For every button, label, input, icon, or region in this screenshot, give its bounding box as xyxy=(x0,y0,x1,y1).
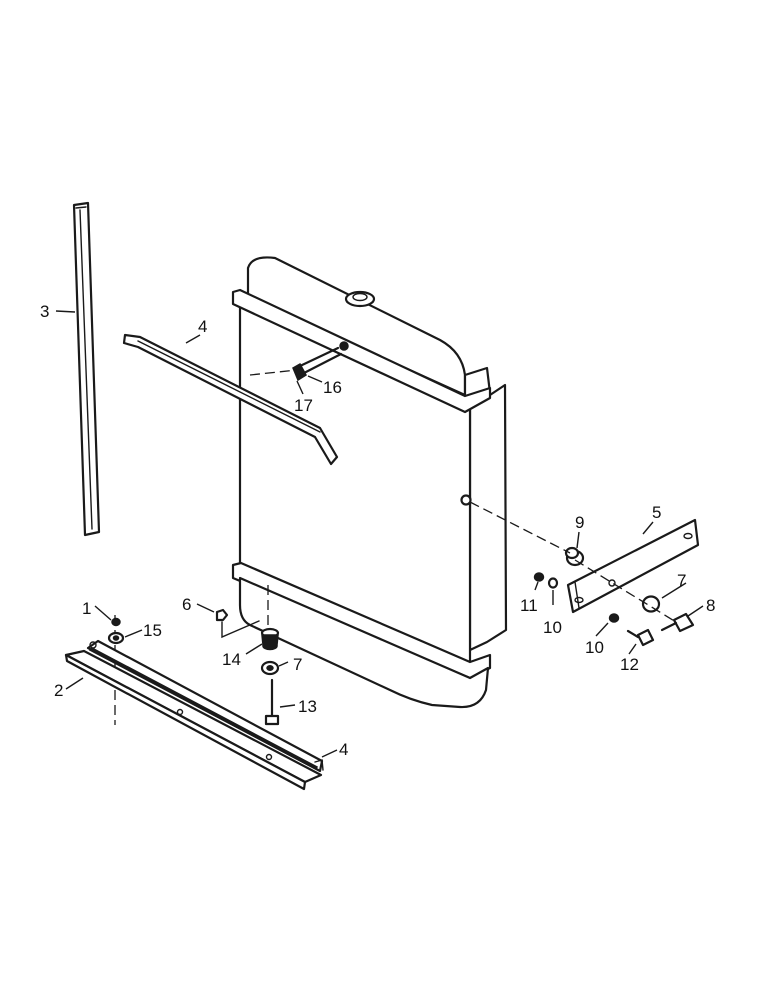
callout-9: 9 xyxy=(575,513,584,532)
callout-14: 14 xyxy=(222,650,241,669)
washer-bottom xyxy=(260,660,280,676)
callout-11: 11 xyxy=(520,596,538,615)
leader-lines xyxy=(55,310,704,758)
callout-8: 8 xyxy=(706,596,715,615)
flat-washer xyxy=(641,595,661,613)
radiator-core xyxy=(231,256,508,709)
support-rod-upper xyxy=(122,333,339,466)
mount-bolt xyxy=(264,678,280,726)
callout-3: 3 xyxy=(40,302,49,321)
callout-4-lower: 4 xyxy=(339,740,348,759)
callout-4-upper: 4 xyxy=(198,317,207,336)
callout-13: 13 xyxy=(298,697,317,716)
temperature-sender xyxy=(292,341,349,382)
rubber-bushing xyxy=(564,546,585,567)
bolt-lower xyxy=(626,628,655,647)
callout-labels: 3 4 16 17 5 9 7 8 11 10 10 12 6 7 14 13 … xyxy=(40,302,715,759)
callout-12: 12 xyxy=(620,655,639,674)
callout-16: 16 xyxy=(323,378,342,397)
callout-7-right: 7 xyxy=(677,571,686,590)
nut-washer-left xyxy=(107,617,125,645)
callout-15: 15 xyxy=(143,621,162,640)
support-rail-lower xyxy=(86,639,324,773)
callout-10-a: 10 xyxy=(543,618,562,637)
callout-1: 1 xyxy=(82,599,91,618)
mounting-bracket xyxy=(566,518,700,614)
seal-strip-vertical xyxy=(72,201,101,537)
callout-17: 17 xyxy=(294,396,313,415)
callout-5: 5 xyxy=(652,503,661,522)
callout-7-bottom: 7 xyxy=(293,655,302,674)
bolt xyxy=(660,612,695,633)
nut-small xyxy=(215,608,260,639)
callout-6: 6 xyxy=(182,595,191,614)
callout-2: 2 xyxy=(54,681,63,700)
callout-10-b: 10 xyxy=(585,638,604,657)
bottom-seal-plate xyxy=(64,649,323,791)
nut-washer-set xyxy=(533,572,620,623)
rubber-mount xyxy=(260,627,280,651)
